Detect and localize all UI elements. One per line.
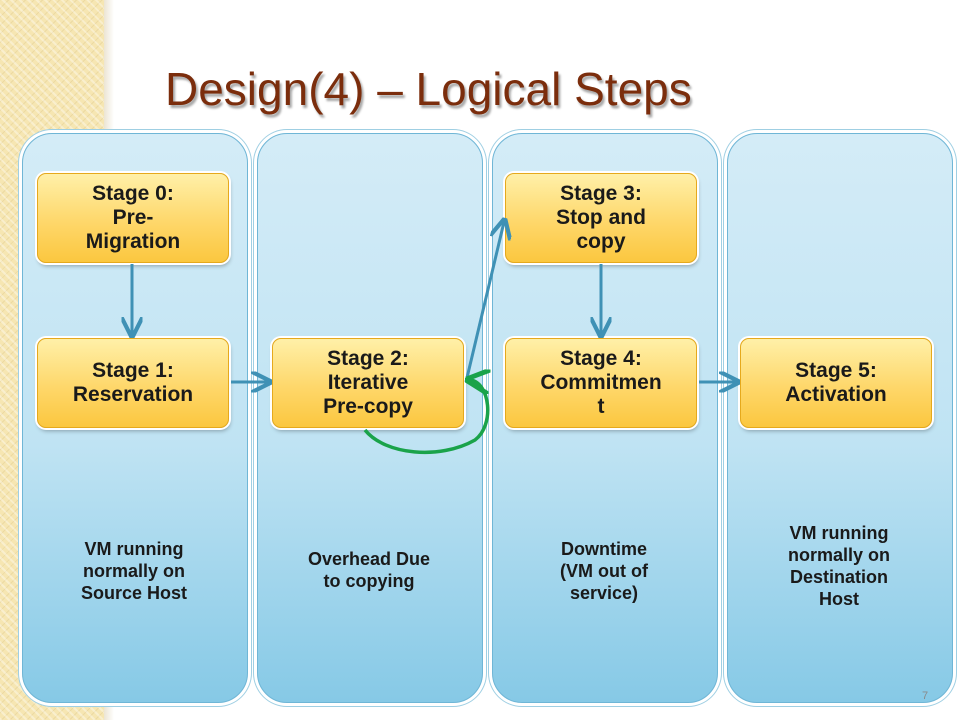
stage-3-label: Stage 3: Stop and copy <box>556 182 646 253</box>
page-number: 7 <box>922 690 929 702</box>
stage-3-box: Stage 3: Stop and copy <box>505 173 697 263</box>
stage-1-box: Stage 1: Reservation <box>37 338 229 428</box>
stage-2-box: Stage 2: Iterative Pre-copy <box>272 338 464 428</box>
stage-2-label: Stage 2: Iterative Pre-copy <box>323 347 413 418</box>
stage-5-box: Stage 5: Activation <box>740 338 932 428</box>
stage-5-label: Stage 5: Activation <box>785 359 887 406</box>
stage-4-label: Stage 4: Commitmen t <box>540 347 662 418</box>
stage-0-box: Stage 0: Pre- Migration <box>37 173 229 263</box>
stage-0-label: Stage 0: Pre- Migration <box>85 182 181 253</box>
column-description-downtime: Downtime (VM out of service) <box>560 539 648 603</box>
column-description-source: VM running normally on Source Host <box>80 539 188 603</box>
stage-1-label: Stage 1: Reservation <box>72 359 194 406</box>
column-description-overhead: Overhead Due to copying <box>307 549 431 591</box>
stage-4-box: Stage 4: Commitmen t <box>505 338 697 428</box>
column-description-destination: VM running normally on Destination Host <box>787 523 890 609</box>
slide-title: Design(4) – Logical Steps <box>165 63 692 115</box>
